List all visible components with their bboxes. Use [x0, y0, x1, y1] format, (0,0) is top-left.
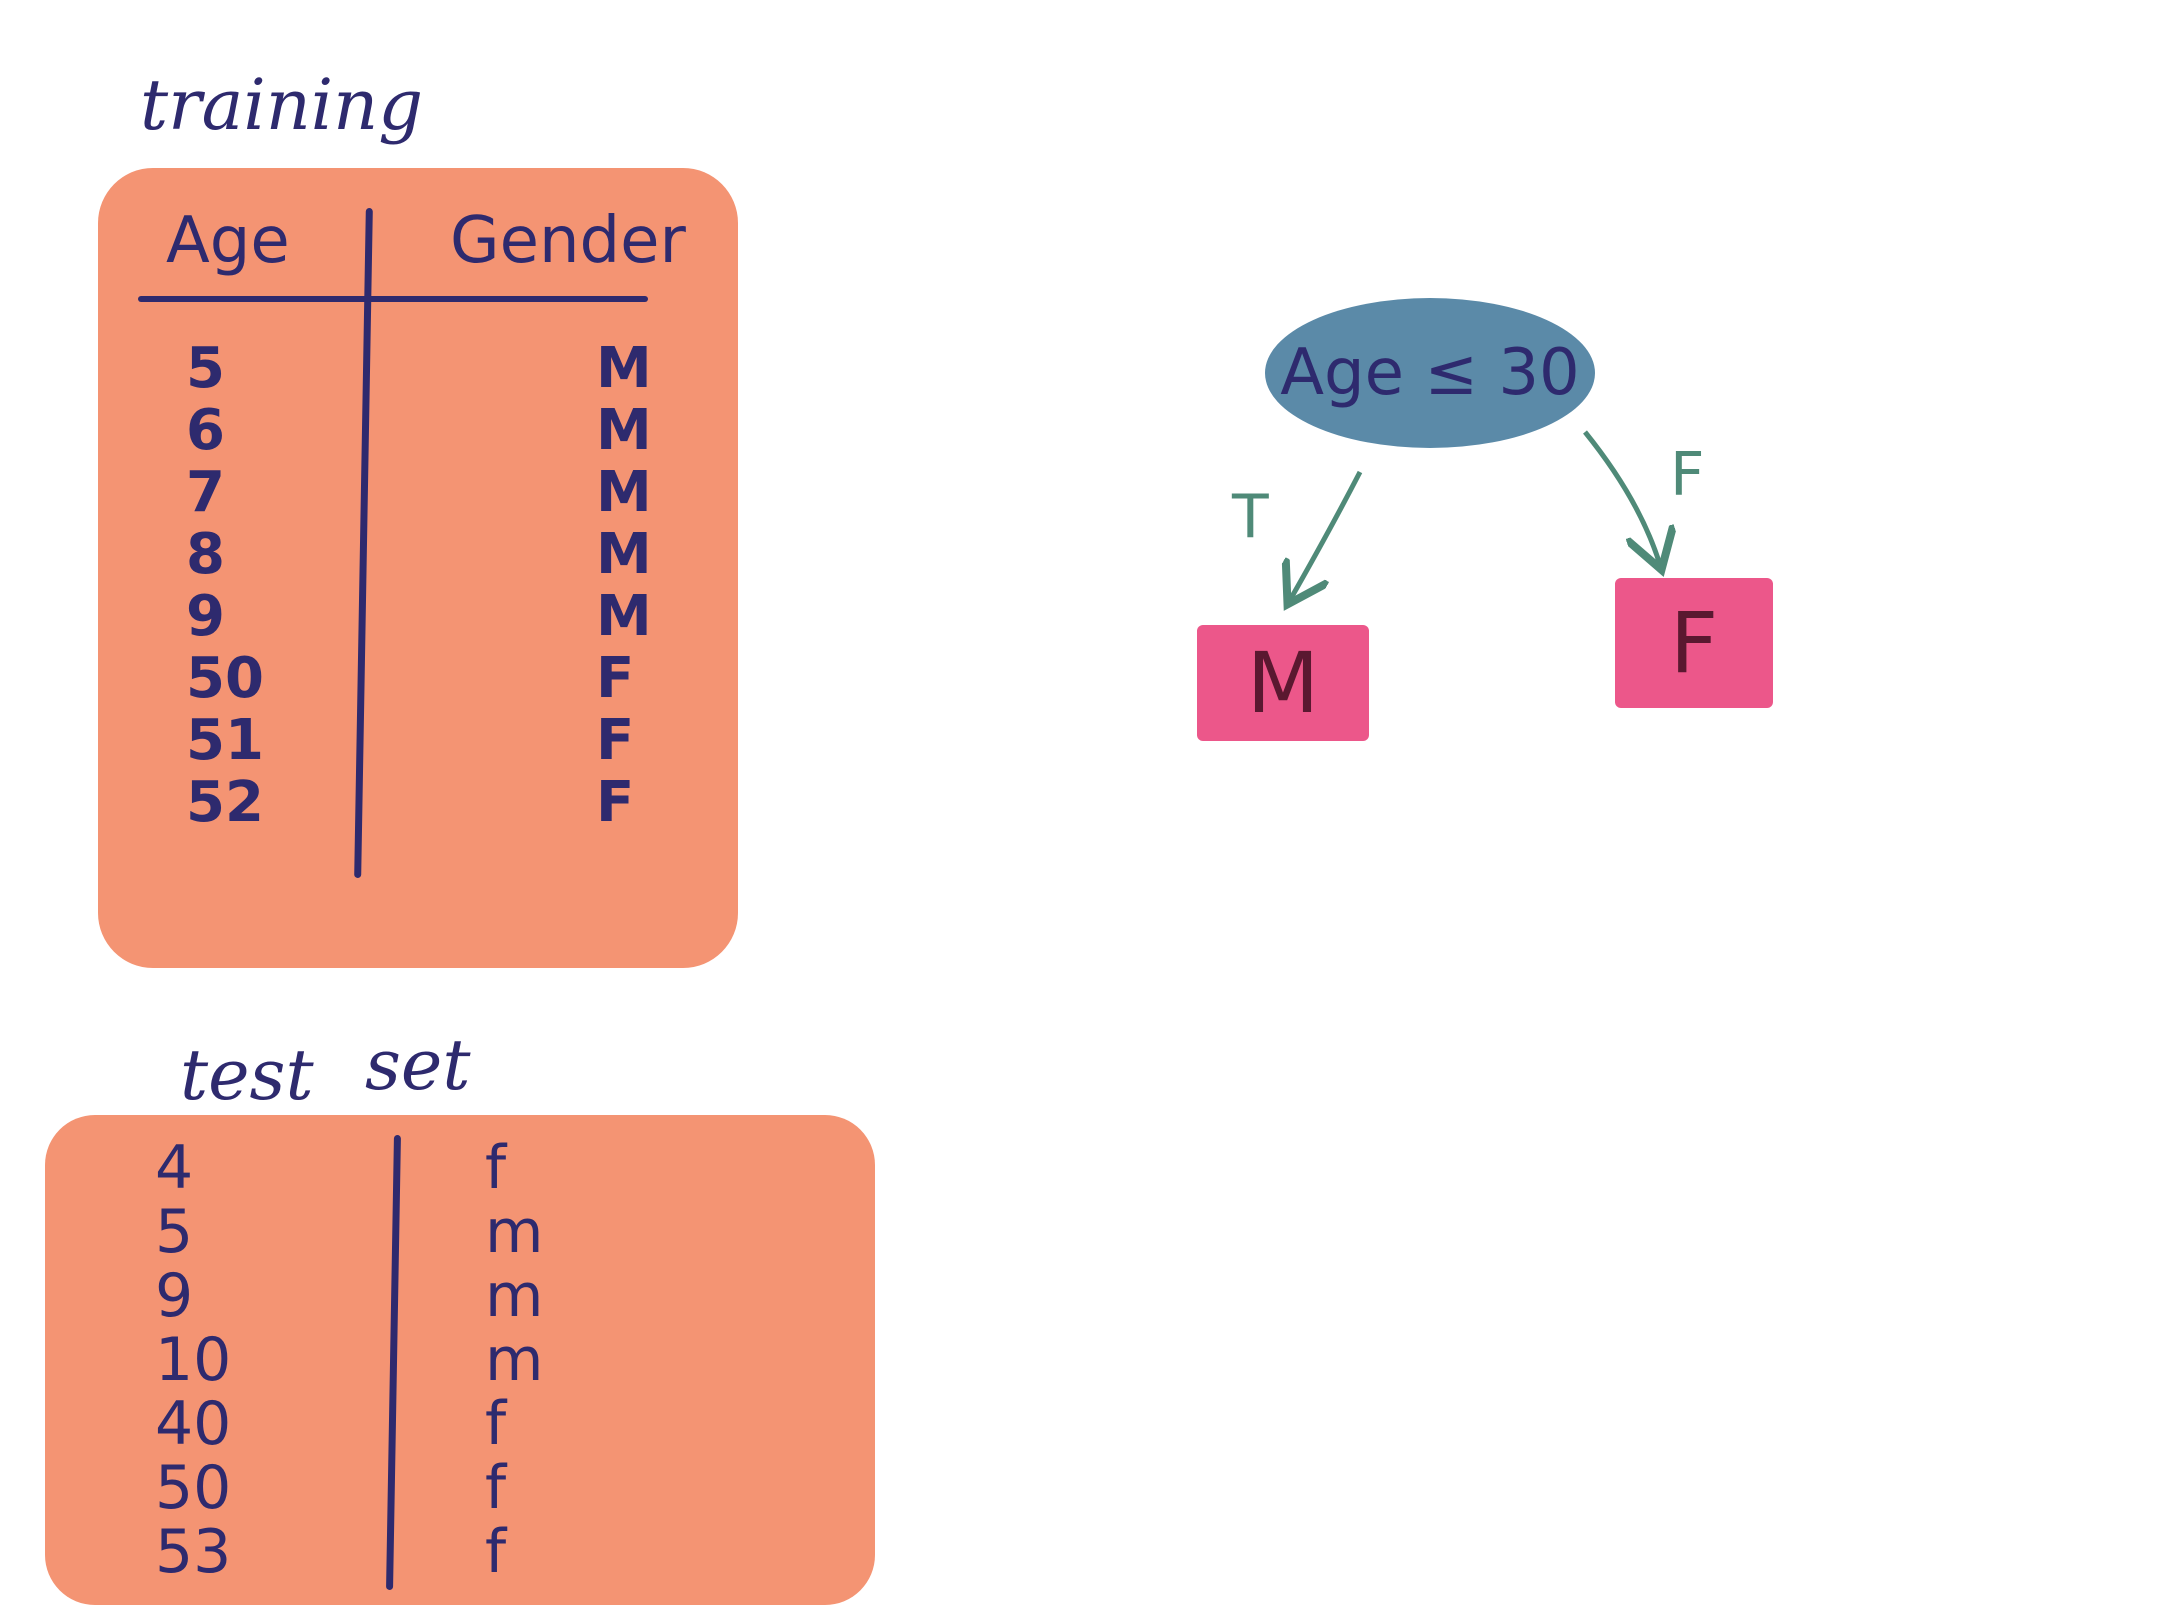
true-branch-arrow: [1290, 470, 1363, 600]
test-age-cell: 5: [155, 1197, 194, 1267]
tree-leaf-right: F: [1615, 578, 1773, 708]
false-branch-arrow: [1583, 430, 1660, 565]
true-branch-label: T: [1232, 482, 1269, 552]
test-row: 53 f: [155, 1519, 655, 1585]
training-gender-cell: M: [596, 398, 652, 463]
training-gender-cell: M: [596, 522, 652, 587]
test-title-word-2: set: [365, 1024, 471, 1106]
training-row: 51 F: [186, 708, 634, 774]
test-gender-cell: f: [485, 1389, 507, 1459]
training-age-cell: 52: [186, 770, 264, 835]
test-age-cell: 53: [155, 1517, 232, 1587]
training-row: 50 F: [186, 646, 634, 712]
test-age-cell: 40: [155, 1389, 232, 1459]
test-age-cell: 50: [155, 1453, 232, 1523]
training-header-age: Age: [166, 204, 290, 278]
training-gender-cell: M: [596, 336, 652, 401]
training-title: training: [140, 64, 424, 146]
test-gender-cell: m: [485, 1197, 544, 1267]
test-age-cell: 9: [155, 1261, 194, 1331]
test-row: 40 f: [155, 1391, 655, 1457]
training-gender-cell: F: [596, 708, 635, 773]
training-age-cell: 7: [186, 460, 225, 525]
training-age-cell: 8: [186, 522, 225, 587]
test-title-word-1: test: [180, 1034, 314, 1116]
training-gender-cell: M: [596, 460, 652, 525]
false-branch-label: F: [1670, 440, 1705, 510]
training-age-cell: 9: [186, 584, 225, 649]
training-age-cell: 51: [186, 708, 264, 773]
test-row: 50 f: [155, 1455, 655, 1521]
tree-leaf-left: M: [1197, 625, 1369, 741]
test-gender-cell: f: [485, 1133, 507, 1203]
test-gender-cell: f: [485, 1517, 507, 1587]
training-gender-cell: M: [596, 584, 652, 649]
training-header-gender: Gender: [450, 204, 686, 278]
test-row: 10 m: [155, 1327, 655, 1393]
test-age-cell: 10: [155, 1325, 232, 1395]
training-row: 52 F: [186, 770, 634, 836]
test-table-background: [45, 1115, 875, 1605]
test-gender-cell: m: [485, 1325, 544, 1395]
training-gender-cell: F: [596, 646, 635, 711]
test-age-cell: 4: [155, 1133, 194, 1203]
tree-root-node: Age ≤ 30: [1265, 298, 1595, 448]
training-age-cell: 6: [186, 398, 225, 463]
training-header-divider: [138, 296, 648, 302]
test-gender-cell: m: [485, 1261, 544, 1331]
training-gender-cell: F: [596, 770, 635, 835]
test-gender-cell: f: [485, 1453, 507, 1523]
training-age-cell: 5: [186, 336, 225, 401]
training-age-cell: 50: [186, 646, 264, 711]
